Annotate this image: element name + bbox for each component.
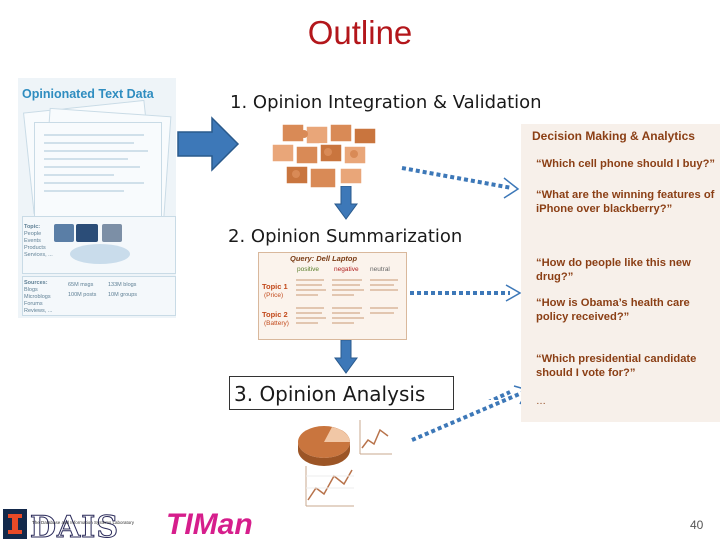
sources-label: Sources: — [24, 280, 48, 286]
phone-photo-icon — [76, 224, 98, 242]
decision-making-panel — [521, 124, 720, 422]
summary-query: Query: Dell Laptop — [290, 254, 358, 263]
header-negative: negative — [334, 266, 359, 273]
analysis-charts-icon — [298, 420, 392, 507]
more-indicator: … — [536, 396, 546, 407]
opinionated-text-data-title: Opinionated Text Data — [22, 87, 154, 101]
arrow-right-icon — [177, 116, 240, 172]
dotted-arrows — [401, 166, 522, 400]
arrow-down-icon — [334, 340, 358, 374]
people-group-icon — [70, 244, 130, 264]
event-photo-icon — [102, 224, 122, 242]
stat-4: 10M groups — [108, 292, 138, 298]
topic-2-label: Topic 2 — [262, 310, 288, 319]
question-4: “How is Obama’s health care policy recei… — [536, 297, 690, 323]
step-1-label: 1. Opinion Integration & Validation — [230, 92, 542, 113]
question-5: “Which presidential candidate should I v… — [536, 353, 697, 379]
step-3-box — [229, 376, 454, 410]
topic-label: Topic: — [24, 224, 41, 230]
dais-logo-subtitle: The Database and Information Systems Lab… — [32, 520, 135, 525]
opinion-summary-table — [258, 252, 407, 340]
decision-making-title: Decision Making & Analytics — [532, 129, 695, 143]
step-3-label: 3. Opinion Analysis — [234, 382, 426, 406]
stat-2: 133M blogs — [108, 282, 137, 288]
topic-1-label: Topic 1 — [262, 282, 288, 291]
question-2: “What are the winning features of iPhone… — [536, 189, 715, 215]
topic-1-sub: (Price) — [264, 292, 284, 299]
header-positive: positive — [297, 266, 320, 273]
step-2-label: 2. Opinion Summarization — [228, 226, 463, 247]
slide-title: Outline — [307, 14, 413, 51]
source-items: Blogs Microblogs Forums Reviews, ... — [24, 287, 53, 314]
header-neutral: neutral — [370, 266, 390, 273]
page-number: 40 — [690, 518, 704, 532]
topic-2-sub: (Battery) — [264, 320, 289, 327]
timan-logo: TIMan — [166, 508, 253, 541]
arrow-down-icon — [334, 186, 358, 220]
topic-items: People Events Products Services, ... — [24, 231, 53, 258]
puzzle-pieces-icon — [262, 122, 384, 192]
question-3: “How do people like this new drug?” — [536, 257, 691, 283]
illinois-logo-icon — [3, 509, 27, 539]
stat-3: 100M posts — [68, 292, 97, 298]
stat-1: 65M msgs — [68, 282, 94, 288]
dotted-arrow-3 — [411, 385, 530, 442]
person-photo-icon — [54, 224, 74, 242]
opinionated-text-data-image — [18, 78, 176, 318]
summary-cell-text-lines — [296, 279, 398, 324]
question-1: “Which cell phone should I buy?” — [536, 158, 715, 170]
dais-logo: DAIS — [30, 510, 119, 545]
